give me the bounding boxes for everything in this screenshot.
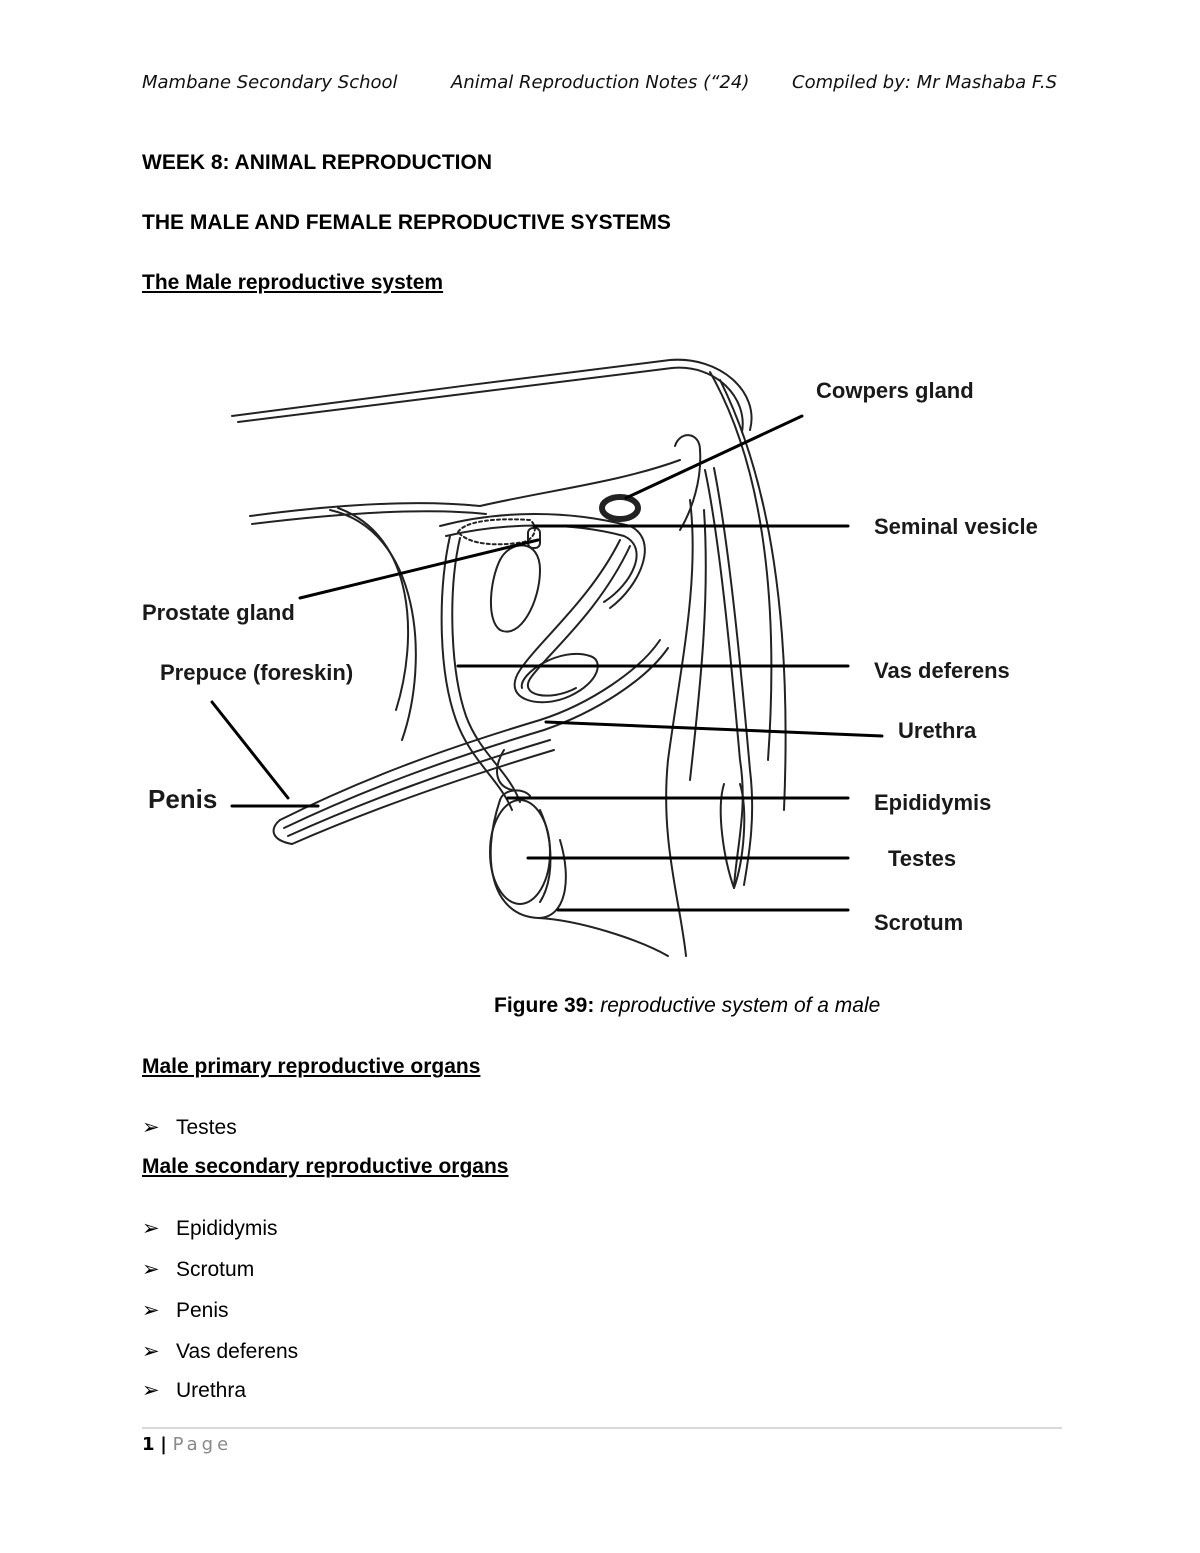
arrow-bullet-icon: ➢ — [142, 1258, 160, 1281]
arrow-bullet-icon: ➢ — [142, 1379, 160, 1402]
page-word: Page — [172, 1434, 233, 1455]
label-testes: Testes — [888, 846, 956, 871]
subsection-heading: The Male reproductive system — [142, 271, 444, 294]
label-pointer-lines — [210, 414, 884, 912]
urethra-pointer — [544, 720, 884, 738]
label-urethra: Urethra — [898, 718, 977, 743]
list-item: ➢Testes — [142, 1116, 237, 1139]
prostate-gland-pointer — [298, 538, 540, 600]
label-prepuce: Prepuce (foreskin) — [160, 660, 353, 685]
secondary-organs-heading: Male secondary reproductive organs — [142, 1155, 509, 1178]
arrow-bullet-icon: ➢ — [142, 1116, 160, 1139]
footer-divider — [142, 1427, 1062, 1429]
section-heading: THE MALE AND FEMALE REPRODUCTIVE SYSTEMS — [142, 211, 671, 234]
prepuce-pointer — [210, 700, 290, 800]
figure-caption-text: reproductive system of a male — [600, 994, 881, 1017]
header-compiler: Compiled by: Mr Mashaba F.S — [792, 72, 1058, 93]
anatomy-drawing — [231, 358, 787, 957]
list-item: ➢Vas deferens — [142, 1340, 299, 1363]
arrow-bullet-icon: ➢ — [142, 1340, 160, 1363]
arrow-bullet-icon: ➢ — [142, 1217, 160, 1240]
list-item: ➢Scrotum — [142, 1258, 255, 1281]
arrow-bullet-icon: ➢ — [142, 1299, 160, 1322]
primary-organs-heading: Male primary reproductive organs — [142, 1055, 481, 1078]
label-prostate-gland: Prostate gland — [142, 600, 295, 625]
figure-caption: Figure 39: reproductive system of a male — [494, 994, 880, 1018]
label-cowpers-gland: Cowpers gland — [816, 378, 974, 403]
label-scrotum: Scrotum — [874, 910, 963, 935]
page-footer: 1 | Page — [142, 1434, 232, 1455]
label-epididymis: Epididymis — [874, 790, 991, 815]
male-reproductive-diagram: Cowpers gland Seminal vesicle Prostate g… — [142, 358, 1038, 957]
label-vas-deferens: Vas deferens — [874, 658, 1010, 683]
list-item: ➢Urethra — [142, 1379, 247, 1402]
label-seminal-vesicle: Seminal vesicle — [874, 514, 1038, 539]
header-school: Mambane Secondary School — [142, 72, 398, 93]
cowpers-gland-pointer — [624, 414, 804, 500]
page-number: 1 — [142, 1434, 155, 1455]
footer-separator: | — [160, 1434, 167, 1455]
week-heading: WEEK 8: ANIMAL REPRODUCTION — [142, 151, 493, 174]
label-penis: Penis — [148, 784, 217, 814]
figure-number: Figure 39: — [494, 994, 595, 1017]
list-item: ➢Epididymis — [142, 1217, 278, 1240]
header-notes-title: Animal Reproduction Notes (“24) — [451, 72, 750, 93]
list-item: ➢Penis — [142, 1299, 229, 1322]
